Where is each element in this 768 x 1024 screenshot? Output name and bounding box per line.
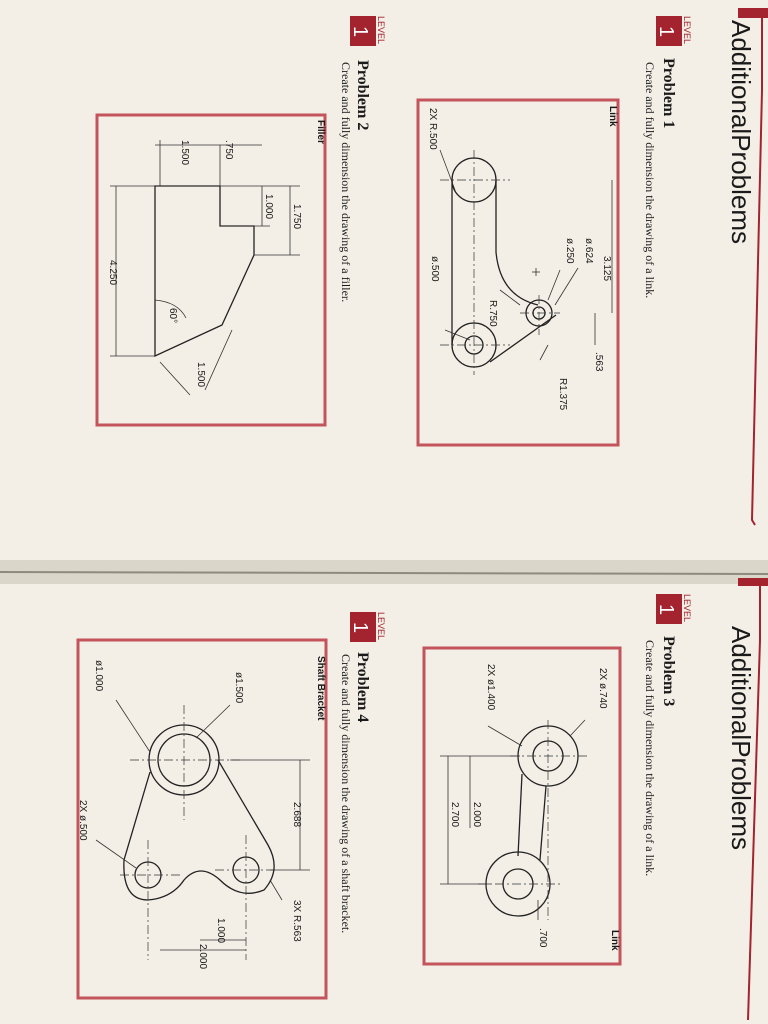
level-label-1: LEVEL — [682, 16, 692, 44]
top-page: AdditionalProblems 1 LEVEL Problem 1 Cre… — [95, 8, 768, 526]
filler-drawing — [110, 140, 300, 396]
figure-4-label: Shaft Bracket — [315, 656, 326, 721]
level-badge-3-number: 1 — [655, 604, 677, 615]
figure-2-frame — [95, 113, 327, 427]
problem-2-instruction: Create and fully dimension the drawing o… — [339, 62, 353, 302]
dim-p4-d1000: ø1.000 — [93, 660, 104, 692]
dim-p3-2xd740: 2X ø.740 — [597, 668, 608, 709]
header-bar-bottom — [738, 578, 768, 586]
dim-p2-1000: 1.000 — [263, 194, 274, 219]
dim-p1-d500: ø.500 — [429, 256, 440, 282]
figure-2-label: Filler — [315, 120, 326, 144]
page-header-top: AdditionalProblems — [726, 20, 756, 244]
dim-p2-4250: 4.250 — [107, 260, 118, 285]
level-badge-1-number: 1 — [655, 26, 677, 37]
dim-p1-r1375: R1.375 — [557, 378, 568, 411]
dim-p4-3xr563: 3X R.563 — [291, 900, 302, 942]
bottom-page: AdditionalProblems 1 LEVEL Problem 3 Cre… — [76, 578, 768, 1021]
link-3-drawing — [440, 719, 590, 920]
dim-p4-2688: 2.688 — [291, 802, 302, 827]
dim-p4-2000: 2.000 — [197, 944, 208, 969]
dim-p1-r750: R.750 — [487, 300, 498, 327]
level-label-2: LEVEL — [376, 16, 386, 44]
dim-p3-2700: 2.700 — [449, 802, 460, 827]
problem-4-instruction: Create and fully dimension the drawing o… — [339, 654, 353, 933]
level-badge-2 — [350, 16, 376, 46]
figure-1-frame — [416, 98, 620, 447]
shaft-bracket-drawing — [95, 699, 310, 960]
dim-p2-1750: 1.750 — [291, 204, 302, 229]
dim-p1-2xr500: 2X R.500 — [427, 108, 438, 150]
problem-1-instruction: Create and fully dimension the drawing o… — [643, 62, 657, 298]
page-header-bottom: AdditionalProblems — [726, 626, 756, 850]
dim-p1-563: .563 — [593, 352, 604, 372]
figure-3-frame — [422, 646, 622, 966]
dim-p4-1000: 1.000 — [215, 918, 226, 943]
level-badge-3 — [656, 594, 682, 624]
dim-p1-3125: 3.125 — [601, 256, 612, 281]
dim-p2-1500-right: 1.500 — [195, 362, 206, 387]
level-badge-2-number: 1 — [349, 26, 371, 37]
level-badge-1 — [656, 16, 682, 46]
dim-p3-2000: 2.000 — [471, 802, 482, 827]
problem-3-title: Problem 3 — [660, 636, 677, 706]
link-drawing — [439, 149, 613, 375]
figure-4-frame — [76, 638, 328, 1000]
dim-p3-2xd1400: 2X ø1.400 — [485, 664, 496, 711]
dim-p1-d250: ø.250 — [564, 238, 575, 264]
dim-p3-700: .700 — [537, 928, 548, 948]
problem-3-instruction: Create and fully dimension the drawing o… — [643, 640, 657, 876]
header-bar-top — [738, 8, 768, 18]
dim-p2-750: .750 — [223, 140, 234, 160]
level-badge-4-number: 1 — [349, 622, 371, 633]
dim-p1-d624: ø.624 — [583, 238, 594, 264]
level-label-4: LEVEL — [376, 612, 386, 640]
figure-1-label: Link — [607, 106, 618, 127]
level-badge-4 — [350, 612, 376, 642]
dim-p4-d1500: ø1.500 — [233, 672, 244, 704]
level-label-3: LEVEL — [682, 594, 692, 622]
dim-p2-60deg: 60° — [167, 308, 178, 323]
problem-2-title: Problem 2 — [354, 60, 371, 130]
dim-p4-2xd500: 2X ø.500 — [77, 800, 88, 841]
problem-4-title: Problem 4 — [354, 652, 371, 722]
figure-3-label: Link — [609, 930, 620, 951]
dim-p2-1500-left: 1.500 — [179, 140, 190, 165]
problem-1-title: Problem 1 — [660, 58, 677, 128]
